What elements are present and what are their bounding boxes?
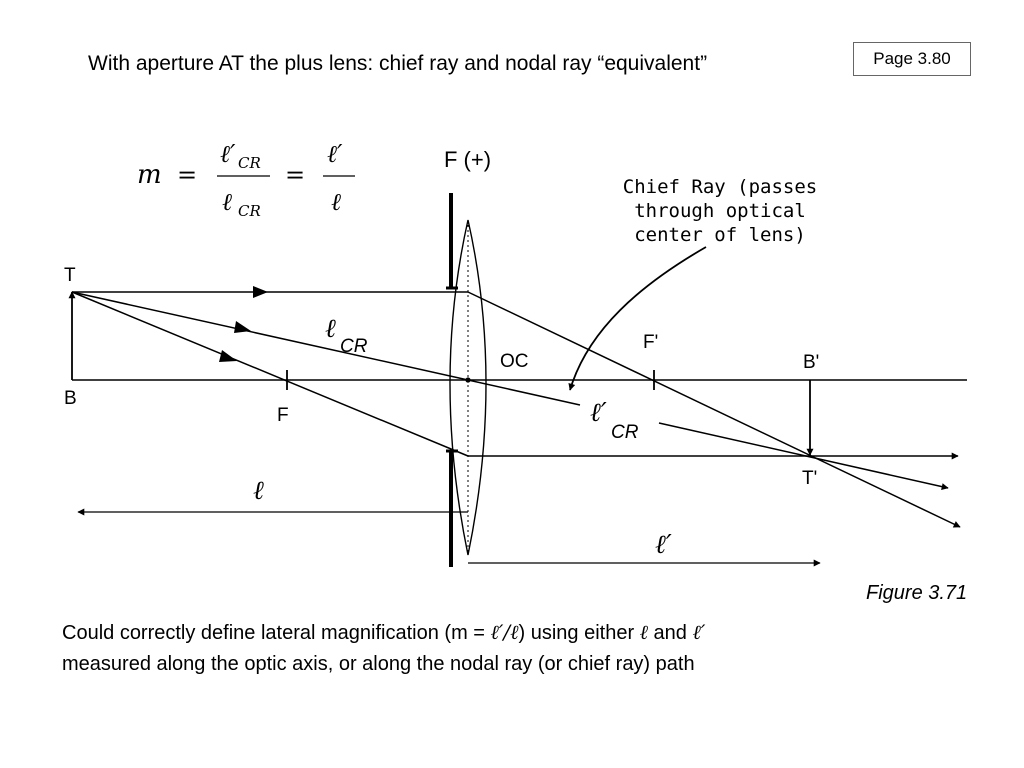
footer-line-1: Could correctly define lateral magnifica… [62, 617, 705, 649]
parallel-ray-refracted [467, 291, 961, 528]
focal-ray-arrowhead [219, 350, 237, 362]
chief-ray-arrowhead [234, 321, 251, 333]
formula-num1-sub: CR [238, 154, 261, 172]
l-symbol: ℓ [253, 476, 264, 506]
chief-ray-incident [71, 291, 469, 381]
lp-cr-symbol: ℓ′ [590, 398, 607, 428]
formula-num2: ℓ′ [327, 140, 343, 168]
label-b-prime: B' [803, 352, 819, 373]
callout-line-1: Chief Ray (passes [623, 176, 817, 198]
footer-line-1-a: Could correctly define lateral magnifica… [62, 622, 491, 644]
callout-arrow [568, 246, 707, 391]
formula-num1: ℓ′ [220, 140, 236, 168]
footer-line-1-c: and [648, 622, 693, 644]
formula-den2: ℓ [331, 188, 341, 216]
formula-equals-2: = [285, 161, 305, 189]
footer-l: ℓ [639, 620, 648, 644]
chief-ray-callout: Chief Ray (passes through optical center… [623, 176, 817, 246]
figure-caption: Figure 3.71 [866, 582, 968, 604]
l-cr-sub: CR [340, 336, 368, 357]
plus-lens [449, 219, 487, 556]
l-cr-symbol: ℓ [325, 314, 336, 344]
chief-ray-image-segment-1 [467, 379, 581, 406]
label-f: F [277, 405, 289, 426]
footer-text: Could correctly define lateral magnifica… [62, 617, 705, 680]
focal-ray-incident [71, 291, 469, 457]
lp-cr-sub: CR [611, 422, 639, 443]
parallel-ray-arrowhead [253, 286, 268, 298]
formula-m: m [137, 160, 162, 190]
label-f-prime: F' [643, 332, 658, 353]
page-label: Page 3.80 [853, 42, 971, 76]
label-t: T [64, 265, 76, 286]
footer-line-1-b: ) using either [518, 622, 640, 644]
footer-lp: ℓ′ [692, 620, 706, 644]
callout-line-2: through optical [634, 200, 806, 222]
formula-equals-1: = [177, 161, 197, 189]
lp-symbol: ℓ′ [655, 530, 672, 560]
callout-line-3: center of lens) [634, 224, 806, 246]
lens-label: F (+) [444, 147, 491, 172]
label-t-prime: T' [802, 468, 817, 489]
magnification-formula: m = ℓ′ CR ℓ CR = ℓ′ ℓ [137, 140, 355, 220]
label-b: B [64, 388, 77, 409]
footer-ratio: ℓ′/ℓ [490, 620, 519, 644]
footer-line-2: measured along the optic axis, or along … [62, 653, 695, 675]
formula-den1: ℓ [222, 188, 232, 216]
slide-title: With aperture AT the plus lens: chief ra… [88, 52, 708, 75]
label-oc: OC [500, 351, 529, 372]
formula-den1-sub: CR [238, 202, 261, 220]
